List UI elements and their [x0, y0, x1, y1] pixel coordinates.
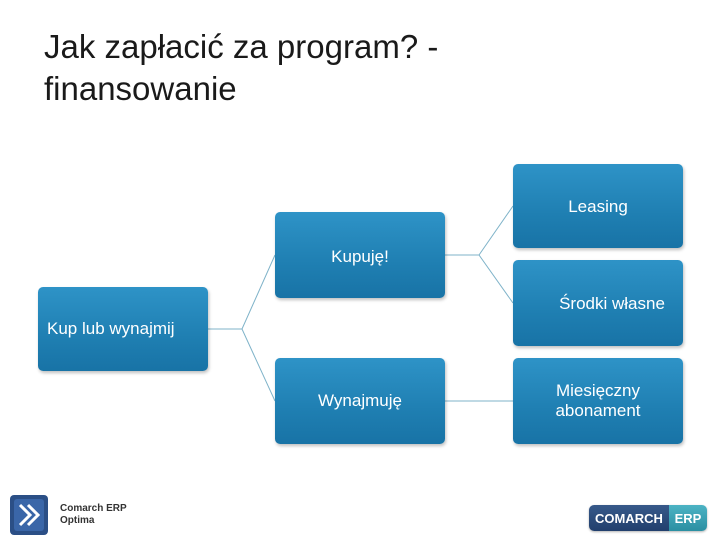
node-subscription: Miesięczny abonament: [513, 358, 683, 444]
connector-root-buy: [208, 254, 276, 330]
comarch-logo-text: COMARCH: [589, 505, 669, 531]
connector-buy-leasing: [445, 205, 514, 256]
erp-logo-text: ERP: [669, 505, 707, 531]
node-rent-label: Wynajmuję: [318, 391, 402, 410]
connector-buy-own: [445, 254, 514, 304]
node-rent: Wynajmuję: [275, 358, 445, 444]
comarch-erp-logo: COMARCH ERP: [589, 505, 707, 531]
node-buy: Kupuję!: [275, 212, 445, 298]
node-leasing: Leasing: [513, 164, 683, 248]
node-buy-label: Kupuję!: [331, 247, 389, 266]
connector-root-rent: [208, 328, 276, 402]
slide-title: Jak zapłacić za program? - finansowanie: [44, 28, 439, 107]
node-root: Kup lub wynajmij: [38, 287, 208, 371]
node-leasing-label: Leasing: [568, 197, 628, 216]
logo-line-2: Optima: [60, 515, 95, 526]
node-root-label: Kup lub wynajmij: [47, 319, 175, 338]
comarch-logo-icon: [10, 495, 48, 535]
node-subscription-label: Miesięczny abonament: [555, 381, 641, 420]
node-own-funds: Środki własne: [513, 260, 683, 346]
node-own-funds-label: Środki własne: [559, 294, 665, 313]
logo-line-1: Comarch ERP: [60, 503, 127, 514]
comarch-erp-optima-logo: Comarch ERP Optima: [10, 495, 127, 535]
